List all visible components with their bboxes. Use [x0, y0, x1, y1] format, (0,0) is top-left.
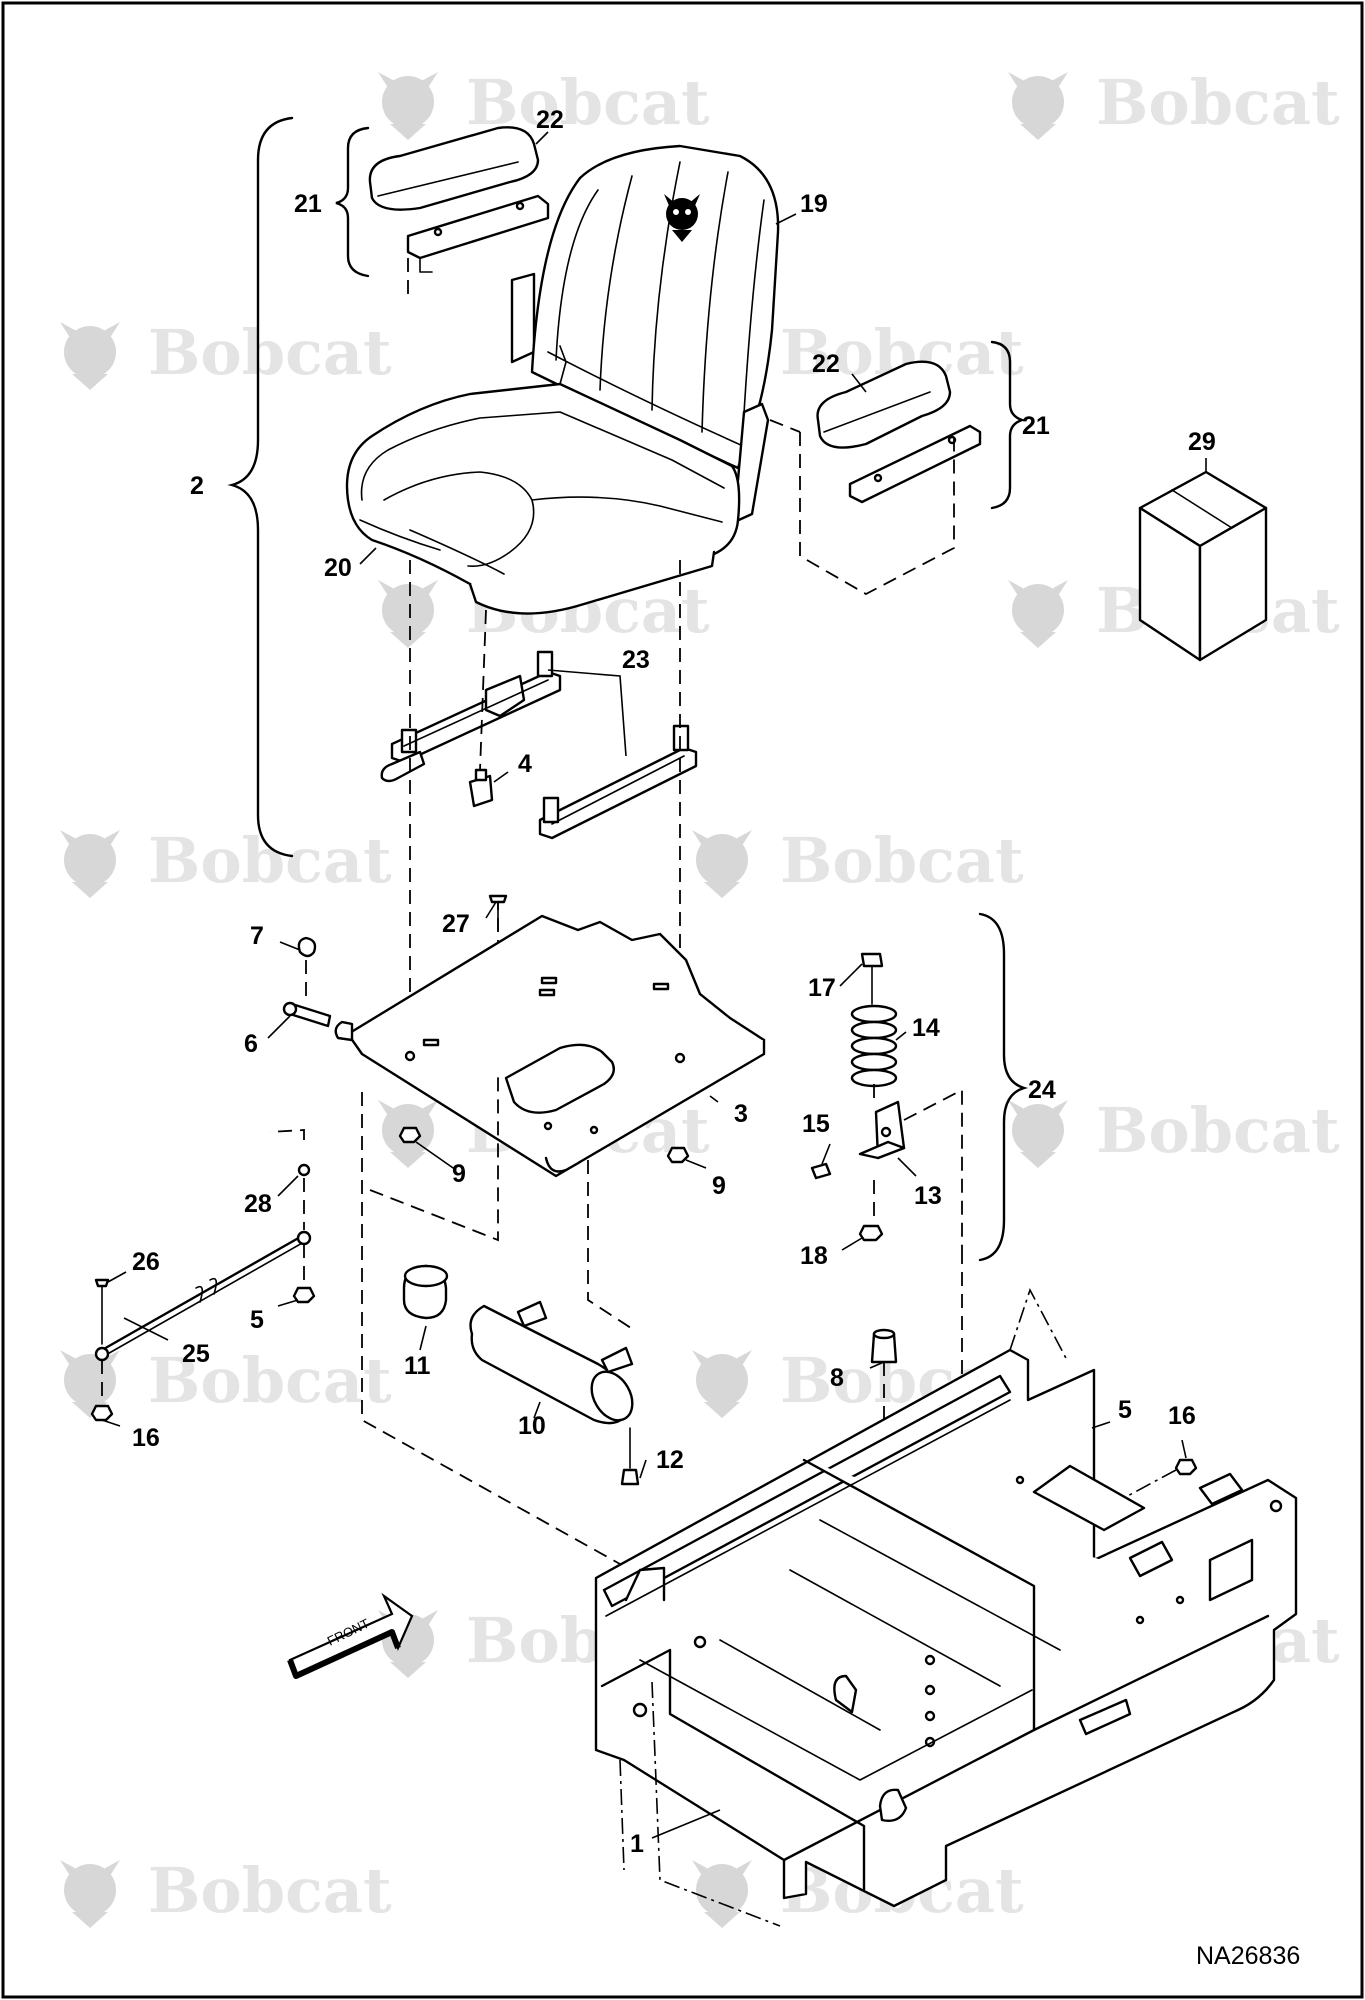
leader-23: [547, 669, 627, 757]
callout-29: 29: [1188, 428, 1216, 456]
suspension-dashed-box: [903, 1088, 963, 1250]
sleeve-bushing: [402, 1264, 449, 1320]
plate-to-frame-dashed: [369, 1070, 499, 1242]
kit-box: [1138, 470, 1268, 662]
callout-16: 16: [1168, 1402, 1196, 1430]
callout-3: 3: [734, 1100, 748, 1128]
bobcat-watermark: Bobcat: [1008, 1094, 1340, 1168]
bolt-26: [94, 1278, 110, 1345]
callout-5: 5: [250, 1306, 264, 1334]
callout-28: 28: [244, 1190, 272, 1218]
compression-spring: [850, 1004, 898, 1088]
nut-16-left: [90, 1404, 114, 1422]
callout-6: 6: [244, 1030, 258, 1058]
seat-bottom-cushion: [345, 345, 741, 615]
nut-5-left: [292, 1286, 316, 1304]
seat-back-cushion: [530, 144, 780, 470]
callout-12: 12: [656, 1446, 684, 1474]
callout-23: 23: [622, 646, 650, 674]
spring-bracket: [858, 1100, 906, 1160]
callout-25: 25: [182, 1340, 210, 1368]
callout-19: 19: [800, 190, 828, 218]
retaining-clip: [297, 936, 317, 958]
washer-28: [297, 1163, 311, 1177]
armrest-bracket-right: [848, 424, 982, 504]
callout-9: 9: [452, 1160, 466, 1188]
callout-4: 4: [518, 750, 532, 778]
callout-26: 26: [132, 1248, 160, 1276]
callout-13: 13: [914, 1182, 942, 1210]
main-frame-weldment: [594, 1348, 1298, 1908]
drawing-number: NA26836: [1196, 1942, 1300, 1970]
callout-16: 16: [132, 1424, 160, 1452]
bobcat-watermark: Bobcat: [60, 1854, 392, 1928]
callout-24: 24: [1028, 1076, 1056, 1104]
seat-mounting-plate: [334, 914, 766, 1178]
callout-14: 14: [912, 1014, 940, 1042]
armrest-pad-right: [816, 360, 952, 449]
callout-21: 21: [294, 190, 322, 218]
armrest-bracket-left: [406, 194, 550, 364]
svg-text:Bobcat: Bobcat: [148, 316, 392, 389]
bobcat-watermark: Bobcat: [60, 1344, 392, 1418]
callout-9: 9: [712, 1172, 726, 1200]
callout-1: 1: [630, 1830, 644, 1858]
svg-text:Bobcat: Bobcat: [1096, 66, 1340, 139]
nut-9-left: [398, 1126, 422, 1144]
callout-7: 7: [250, 922, 264, 950]
seat-slide-rail-right: [538, 724, 698, 840]
bolt-27: [488, 894, 508, 931]
callout-5: 5: [1118, 1396, 1132, 1424]
switch-dashed-link: [479, 609, 487, 771]
leader-13: [897, 1157, 917, 1177]
callout-27: 27: [442, 910, 470, 938]
armrest-pad-left: [368, 126, 540, 211]
pivot-pin: [282, 1001, 332, 1028]
seat-switch: [468, 768, 494, 808]
nut-9-right: [666, 1146, 690, 1164]
callout-11: 11: [404, 1352, 431, 1380]
svg-text:Bobcat: Bobcat: [1096, 1094, 1340, 1167]
nut-16-right: [1174, 1458, 1198, 1476]
callout-21: 21: [1022, 412, 1050, 440]
bobcat-watermark: Bobcat: [692, 824, 1024, 898]
bobcat-logo-icon: [664, 194, 700, 242]
callout-8: 8: [830, 1364, 844, 1392]
callout-22: 22: [536, 106, 564, 134]
svg-text:Bobcat: Bobcat: [148, 1854, 392, 1927]
callout-18: 18: [800, 1242, 828, 1270]
callout-17: 17: [808, 974, 836, 1002]
nut-18: [858, 1224, 884, 1242]
callout-labels: 1 2 3 4 5 5 6 7 8 9 9 10 11 12 13 14 15 …: [132, 106, 1216, 1858]
plate-right-dashed: [587, 1160, 635, 1331]
callout-10: 10: [518, 1412, 546, 1440]
svg-text:Bobcat: Bobcat: [148, 824, 392, 897]
brace-armrest-left: [335, 126, 370, 278]
svg-text:Bobcat: Bobcat: [148, 1344, 392, 1417]
leader-lines: [101, 131, 1187, 1839]
armrest-right-dashed-post: [769, 419, 801, 433]
brace-suspension: [978, 912, 1029, 1262]
bobcat-watermark: Bobcat: [60, 316, 392, 390]
bolt-12: [620, 1427, 640, 1486]
svg-text:Bobcat: Bobcat: [780, 824, 1024, 897]
armrest-right-dashed-link: [799, 432, 955, 596]
bolt-15: [810, 1162, 832, 1180]
brace-seat-assembly: [227, 116, 294, 858]
callout-20: 20: [324, 554, 352, 582]
washer-dashed-frame: [269, 1092, 621, 1565]
bolt-17: [860, 952, 884, 1005]
callout-2: 2: [190, 472, 204, 500]
callout-22: 22: [812, 350, 840, 378]
bobcat-watermark: Bobcat: [1008, 66, 1340, 140]
frame-hidden-line: [619, 1287, 1069, 1927]
pivot-tube: [469, 1300, 634, 1425]
brace-armrest-right: [990, 340, 1026, 510]
bobcat-watermark: Bobcat: [60, 824, 392, 898]
seat-slide-rail-left: [380, 650, 562, 783]
linkage-rod: [94, 1230, 312, 1362]
callout-15: 15: [802, 1110, 830, 1138]
